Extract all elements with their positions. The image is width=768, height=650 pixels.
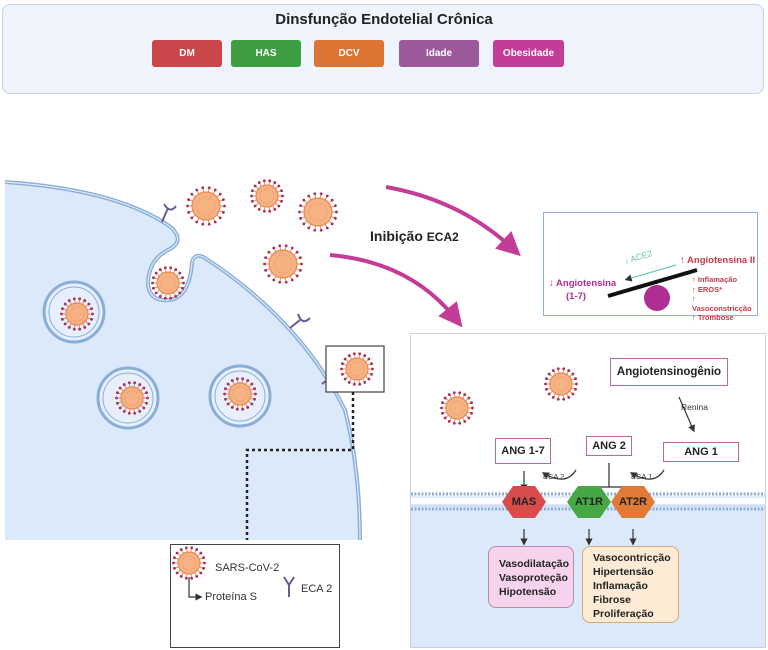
ace2-receptor-icon: [161, 203, 177, 223]
effect-item: ↑ EROS*: [692, 284, 723, 294]
effect-item: ↑ Inflamação: [692, 275, 738, 284]
sars-cov-2-virus-icon: [263, 244, 303, 284]
eca1-curved-arrow: [629, 469, 665, 480]
effect-item: Vasocontricção: [593, 552, 671, 564]
eca2-label: ECA 2: [543, 472, 565, 481]
angiotensinogen-box: Angiotensinogênio: [610, 358, 728, 386]
effect-item: Hipertensão: [593, 566, 654, 578]
dotted-connector: [245, 392, 355, 540]
legend-spike-label: Proteína S: [205, 591, 257, 603]
ace2-receptor-icon: [289, 313, 311, 329]
ang2-box: ANG 2: [586, 436, 632, 456]
sars-cov-2-virus-icon: [223, 377, 257, 411]
inhibition-label-main: Inibição: [370, 228, 423, 244]
risk-factor-dcv: DCV: [314, 40, 384, 67]
balance-panel: ↓ ACE2 ↑ Angiotensina II ↓ Angiotensina …: [543, 212, 758, 322]
eca1-label: ECA 1: [631, 472, 653, 481]
ace2-legend-icon: [283, 576, 295, 597]
risk-factor-idade: Idade: [399, 40, 479, 67]
ras-pathway-panel: Renina ECA 2 ECA 1 Angiotensinogênio ANG…: [410, 333, 766, 648]
eca2-curved-arrow: [541, 469, 577, 480]
risk-factor-obesidade: Obesidade: [493, 40, 564, 67]
spike-pointer: [188, 577, 203, 601]
inhibition-arrow-bottom: [329, 253, 463, 328]
legend-svg: [172, 546, 295, 601]
sars-cov-2-virus-icon: [298, 192, 338, 232]
inhibition-arrow-top: [385, 185, 521, 257]
at-effects-box: Vasocontricção Hipertensão Inflamação Fi…: [582, 546, 679, 623]
risk-factors-panel: Dinsfunção Endotelial Crônica DM HAS DCV…: [2, 4, 764, 94]
ace2-shift-arrow: [624, 264, 677, 282]
sars-cov-2-virus-icon: [544, 367, 578, 401]
legend-receptor-label: ECA 2: [301, 583, 333, 595]
seesaw-bar: [607, 268, 698, 298]
legend-box: SARS-CoV-2 Proteína S ECA 2: [170, 544, 340, 648]
angiotensin-17-label: ↓ Angiotensina: [549, 278, 617, 289]
sars-cov-2-virus-icon: [340, 352, 374, 386]
sars-cov-2-virus-icon: [440, 391, 474, 425]
angiotensin-ii-label: ↑ Angiotensina II: [680, 255, 756, 266]
effect-item: Vasoproteção: [499, 572, 568, 584]
effect-item: Proliferação: [593, 608, 654, 620]
sars-cov-2-virus-icon: [250, 179, 284, 213]
effect-item: Fibrose: [593, 594, 631, 606]
effect-item: ↑ Vasoconstricção: [692, 294, 752, 313]
angiotensin-17-sublabel: (1-7): [566, 291, 587, 302]
risk-factor-dm: DM: [152, 40, 222, 67]
legend-virus-label: SARS-CoV-2: [215, 562, 280, 574]
sars-cov-2-virus-icon: [186, 186, 226, 226]
ang17-box: ANG 1-7: [495, 438, 551, 464]
effect-item: Inflamação: [593, 580, 648, 592]
ang1-box: ANG 1: [663, 442, 739, 462]
inhibition-label-eca2: ECA2: [426, 230, 459, 244]
renin-arrow: [678, 396, 695, 433]
inhibition-label: Inibição ECA2: [370, 228, 459, 244]
sars-cov-2-virus-icon: [60, 297, 94, 331]
effect-item: Vasodilatação: [499, 558, 570, 570]
panel-title: Dinsfunção Endotelial Crônica: [275, 11, 493, 28]
cell-body: [5, 182, 360, 540]
sars-cov-2-virus-icon: [115, 381, 149, 415]
effect-item: ↑ Trombose: [692, 313, 734, 322]
balance-scale: [607, 264, 698, 311]
mas-effects-box: Vasodilatação Vasoproteção Hipotensão: [488, 546, 574, 608]
seesaw-fulcrum: [644, 285, 670, 311]
renin-label: Renina: [681, 402, 708, 412]
sars-cov-2-virus-icon: [151, 266, 185, 300]
angiotensin-ii-effects: ↑ Inflamação ↑ EROS* ↑ Vasoconstricção ↑…: [692, 275, 757, 323]
sars-cov-2-virus-icon: [172, 546, 206, 580]
risk-factor-has: HAS: [231, 40, 301, 67]
effect-item: Hipotensão: [499, 586, 557, 598]
